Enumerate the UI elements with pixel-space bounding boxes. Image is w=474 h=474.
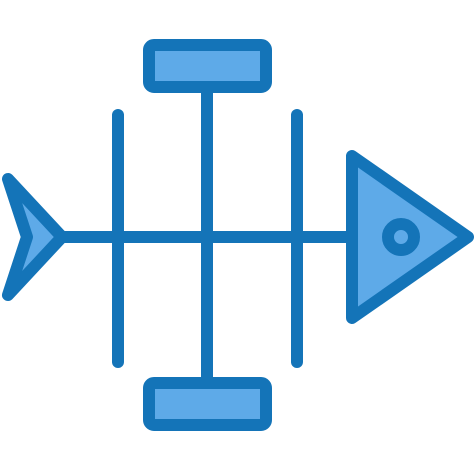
top-category-box: [143, 39, 272, 93]
fish-tail: [2, 173, 68, 301]
fish-eye: [382, 218, 420, 256]
bottom-category-box: [143, 377, 272, 431]
